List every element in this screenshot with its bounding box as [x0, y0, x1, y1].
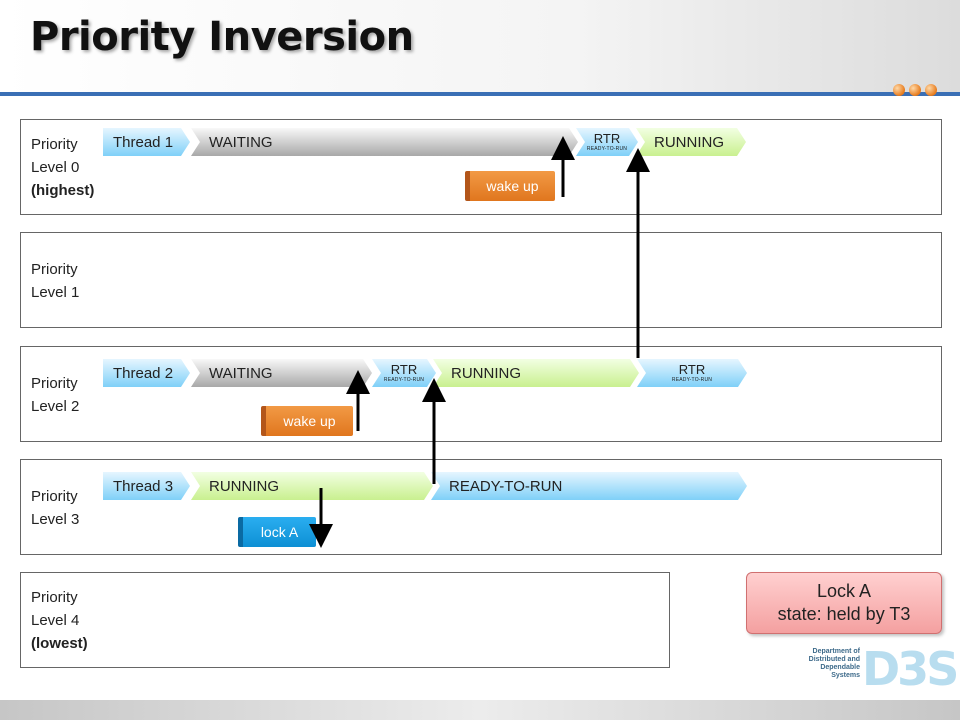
thread-2-wake-up-note: wake up [261, 406, 353, 436]
thread-2-name: Thread 2 [113, 364, 174, 382]
priority-level-2-label: Priority Level 2 [31, 372, 79, 418]
thread-2-running-state: RUNNING [433, 359, 639, 387]
logo-mark: D3S [862, 642, 959, 696]
dot-icon [893, 84, 905, 96]
label-line: Level 3 [31, 511, 80, 528]
rtr-label: RTR [390, 361, 418, 377]
thread-3-lock-a-note: lock A [238, 517, 316, 547]
dot-icon [909, 84, 921, 96]
priority-level-3-label: Priority Level 3 [31, 485, 79, 531]
note-label: wake up [486, 178, 539, 194]
state-label: RUNNING [654, 133, 724, 151]
state-label: READY-TO-RUN [449, 477, 563, 495]
rtr-small-label: READY-TO-RUN [383, 376, 425, 383]
thread-3-ready-to-run-state: READY-TO-RUN [431, 472, 747, 500]
thread-1-running-state: RUNNING [636, 128, 746, 156]
priority-level-1-panel: Priority Level 1 [20, 232, 942, 328]
thread-2-waiting-state: WAITING [191, 359, 372, 387]
lock-a-state-box: Lock A state: held by T3 [746, 572, 942, 634]
thread-2-rtr-state-2: RTR READY-TO-RUN [637, 359, 747, 387]
label-line: Level 2 [31, 398, 80, 415]
thread-3-running-state: RUNNING [191, 472, 433, 500]
logo-text: Department of Distributed and Dependable… [808, 648, 860, 679]
label-line: Level 4 [31, 612, 80, 629]
label-line: Priority [31, 375, 78, 392]
label-line: (highest) [31, 182, 95, 199]
thread-3-name: Thread 3 [113, 477, 174, 495]
rtr-small-label: READY-TO-RUN [586, 145, 628, 152]
note-label: lock A [260, 524, 299, 540]
d3s-logo: Department of Distributed and Dependable… [792, 642, 960, 698]
thread-2-rtr-state: RTR READY-TO-RUN [372, 359, 436, 387]
lock-title: Lock A [816, 581, 872, 601]
label-line: (lowest) [31, 635, 88, 652]
rtr-small-label: READY-TO-RUN [671, 376, 713, 383]
label-line: Level 1 [31, 284, 80, 301]
thread-1-wake-up-note: wake up [465, 171, 555, 201]
lock-state: state: held by T3 [777, 604, 911, 624]
thread-2-label: Thread 2 [103, 359, 190, 387]
label-line: Priority [31, 488, 78, 505]
title-bar: Priority Inversion [0, 0, 960, 92]
note-label: wake up [283, 413, 336, 429]
state-label: WAITING [209, 364, 273, 382]
dot-icon [925, 84, 937, 96]
thread-1-label: Thread 1 [103, 128, 190, 156]
title-underline [0, 92, 960, 96]
footer-bar [0, 700, 960, 720]
priority-level-4-panel: Priority Level 4 (lowest) [20, 572, 670, 668]
thread-3-label: Thread 3 [103, 472, 190, 500]
label-line: Level 0 [31, 159, 80, 176]
rtr-label: RTR [678, 361, 706, 377]
state-label: RUNNING [451, 364, 521, 382]
priority-level-0-label: Priority Level 0 (highest) [31, 133, 94, 202]
priority-level-1-label: Priority Level 1 [31, 258, 79, 304]
thread-1-waiting-state: WAITING [191, 128, 578, 156]
label-line: Priority [31, 589, 78, 606]
state-label: WAITING [209, 133, 273, 151]
slide-title: Priority Inversion [30, 14, 414, 60]
thread-1-rtr-state: RTR READY-TO-RUN [576, 128, 638, 156]
rtr-label: RTR [593, 130, 621, 146]
label-line: Priority [31, 261, 78, 278]
state-label: RUNNING [209, 477, 279, 495]
thread-1-name: Thread 1 [113, 133, 174, 151]
priority-level-4-label: Priority Level 4 (lowest) [31, 586, 88, 655]
label-line: Priority [31, 136, 78, 153]
